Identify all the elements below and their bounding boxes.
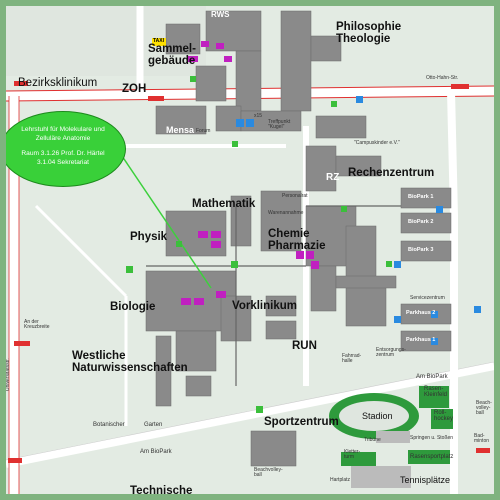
- label-universitaetsstr: Universitätsstr.: [6, 358, 11, 391]
- label-forum: Forum: [196, 128, 211, 134]
- label-garten: Garten: [144, 422, 163, 428]
- label-rws: RWS: [211, 10, 230, 19]
- label-springen: Springen u. Stoßen: [410, 435, 454, 441]
- label-biopark1: BioPark 1: [408, 194, 434, 200]
- label-am-biopark: Am BioPark: [416, 374, 448, 380]
- label-rollhockey: Roll- hockey: [434, 410, 454, 422]
- label-hartplatz: Hartplatz: [330, 477, 351, 483]
- label-botanischer: Botanischer: [93, 422, 125, 428]
- label-treffpunkt: Treffpunkt "Kugel": [268, 119, 291, 130]
- buildings: [145, 10, 452, 467]
- label-bezirksklinikum: Bezirksklinikum: [18, 77, 98, 89]
- label-taxi: TAXI: [153, 38, 165, 44]
- label-mensa: Mensa: [166, 125, 195, 135]
- label-biopark3: BioPark 3: [408, 247, 434, 253]
- label-biologie: Biologie: [110, 301, 156, 313]
- label-zoh: ZOH: [122, 83, 147, 95]
- fields: [329, 386, 453, 488]
- parking-markers: [236, 96, 481, 345]
- label-tribuene: Tribüne: [364, 437, 381, 443]
- label-sportzentrum: Sportzentrum: [264, 416, 339, 428]
- label-rz-marker: RZ: [326, 172, 340, 183]
- callout-line-2: Zelluläre Anatomie: [35, 135, 91, 142]
- label-servicezentrum: Servicezentrum: [410, 295, 445, 301]
- callout-pointer: [121, 155, 212, 289]
- callout-line-4: 3.1.04 Sekretariat: [36, 159, 90, 166]
- label-stadion: Stadion: [362, 411, 393, 421]
- room-markers: [181, 41, 319, 305]
- label-physik: Physik: [130, 231, 168, 243]
- label-campuskinder: "Campuskinder e.V.": [354, 140, 400, 146]
- label-philosophie: Philosophie Theologie: [336, 21, 402, 45]
- label-otto-hahn: Otto-Hahn-Str.: [426, 75, 459, 81]
- label-am-biopark-2: Am BioPark: [140, 449, 172, 455]
- walkways: [146, 205, 401, 386]
- label-rasensportplatz: Rasensportplatz: [410, 454, 454, 460]
- label-fahrrad: Fahrrad- halle: [342, 353, 362, 364]
- label-sammelgebaeude: Sammel- gebäude: [148, 43, 196, 67]
- label-tennisplaetze: Tennisplätze: [400, 475, 451, 485]
- label-westliche: Westliche Naturwissenschaften: [72, 350, 188, 374]
- label-parkhaus1: Parkhaus 1: [406, 337, 436, 343]
- label-technische: Technische: [130, 485, 193, 494]
- label-warenannahme: Warenannahme: [268, 210, 304, 216]
- label-biopark2: BioPark 2: [408, 219, 434, 225]
- label-run: RUN: [292, 340, 317, 352]
- label-rechenzentrum: Rechenzentrum: [348, 167, 435, 179]
- label-x15: x15: [254, 113, 263, 119]
- label-personalrat: Personalrat: [282, 193, 308, 199]
- bus-stop-markers: [8, 81, 490, 463]
- callout-bubble: Lehrstuhl für Molekulare und Zelluläre A…: [6, 111, 126, 187]
- campus-map[interactable]: Sammel- gebäude Philosophie Theologie Be…: [6, 6, 494, 494]
- label-badminton: Bad- minton: [474, 433, 490, 444]
- label-parkhaus2: Parkhaus 2: [406, 310, 436, 316]
- callout-line-1: Lehrstuhl für Molekulare und: [21, 126, 105, 133]
- label-chemie: Chemie Pharmazie: [268, 228, 326, 252]
- label-beachvolley-1: Beach- volley- ball: [476, 400, 492, 416]
- label-kreuzbreite: An der Kreuzbreite: [24, 319, 50, 330]
- label-rasen-kleinfeld: Rasen- Kleinfeld: [424, 386, 448, 398]
- taxi-sign: [152, 38, 166, 46]
- label-mathematik: Mathematik: [192, 198, 256, 210]
- label-vorklinikum: Vorklinikum: [232, 300, 297, 312]
- label-beachvolley-2: Beachvolley- ball: [254, 467, 283, 478]
- entrance-markers: [126, 76, 392, 413]
- label-entsorgung: Entsorgungs- zentrum: [376, 347, 406, 358]
- label-kletterturm: Kletter- turm: [344, 449, 361, 460]
- callout-line-3: Raum 3.1.26 Prof. Dr. Härtel: [21, 150, 105, 157]
